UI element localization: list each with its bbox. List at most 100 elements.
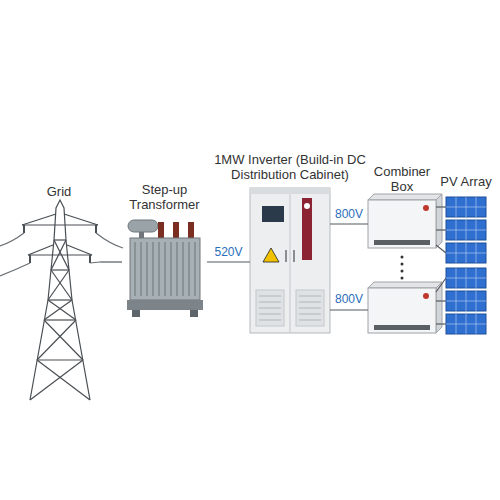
dc-wire (436, 245, 446, 253)
power-tower (67, 245, 92, 255)
combiner-box (374, 325, 430, 330)
inverter-cabinet (250, 188, 330, 333)
transformer-illustration (132, 310, 140, 317)
dc-wire (330, 207, 446, 324)
combiner-box (423, 293, 429, 299)
power-tower (37, 359, 83, 360)
pv-panel (446, 253, 486, 254)
voltage-label: 520V (212, 245, 244, 259)
combiner-box (374, 240, 430, 245)
combiner-box (368, 194, 442, 248)
transformer-illustration (128, 220, 158, 232)
dc-wire (436, 278, 446, 292)
transformer-illustration (158, 242, 160, 296)
combiner-box (368, 282, 442, 333)
inverter-cabinet (263, 248, 279, 262)
inverter-cabinet (285, 250, 287, 262)
combiner-box (436, 194, 442, 248)
inverter-cabinet (262, 206, 284, 222)
inverter-cabinet (299, 296, 321, 297)
inverter-cabinet (296, 290, 324, 326)
power-line (100, 261, 122, 262)
dc-wire (436, 300, 446, 301)
power-tower (37, 320, 76, 360)
inverter-cabinet (299, 314, 321, 315)
power-tower (64, 214, 98, 225)
transformer-illustration (140, 242, 142, 296)
power-tower (22, 224, 98, 225)
inverter-cabinet (299, 320, 321, 321)
pv-panel (446, 207, 486, 208)
transformer-illustration (194, 242, 196, 296)
power-tower (44, 320, 83, 360)
power-tower (95, 225, 97, 233)
combiner-box (368, 200, 436, 248)
dc-wire (436, 323, 446, 324)
inverter-cabinet (259, 296, 321, 320)
transformer-illustration (176, 242, 178, 296)
device-label: PV Array (436, 174, 496, 189)
power-line (436, 229, 446, 230)
power-tower (22, 214, 56, 225)
device-label: Step-up Transformer (110, 182, 220, 212)
voltage-label-wrap: 800V (333, 204, 365, 222)
combiner-box (368, 288, 436, 333)
inverter-cabinet (299, 308, 321, 309)
inverter-cabinet (259, 314, 281, 315)
ellipsis-dots (401, 263, 404, 266)
transformer-illustration (127, 220, 203, 317)
inverter-cabinet (259, 320, 281, 321)
node-label: Grid (19, 184, 99, 199)
power-tower (96, 233, 123, 248)
transformer-illustration (127, 300, 203, 310)
voltage-label-wrap: 520V (212, 242, 244, 260)
transformer-illustration (146, 242, 148, 296)
power-tower (0, 263, 30, 276)
combiner-box (423, 205, 429, 211)
pv-panel (446, 278, 486, 279)
power-tower (48, 299, 72, 300)
power-tower (90, 262, 100, 263)
dc-wire (436, 206, 446, 207)
combiner-box (368, 282, 442, 288)
device-node: Combiner Box (368, 200, 436, 248)
power-tower (28, 245, 53, 255)
inverter-cabinet (293, 250, 295, 262)
power-line (207, 261, 250, 262)
node-label: PV Array (436, 174, 496, 189)
transformer-illustration (135, 242, 195, 296)
inverter-cabinet (259, 308, 281, 309)
transformer-illustration (190, 310, 198, 317)
power-tower (0, 233, 24, 246)
power-line (330, 223, 368, 224)
inverter-cabinet (299, 302, 321, 303)
pv-panel (446, 197, 486, 334)
node-label: Step-up Transformer (110, 182, 220, 212)
power-tower (89, 255, 91, 263)
power-tower (23, 225, 25, 233)
pv-panel (446, 324, 486, 325)
device-node: Grid (18, 205, 100, 400)
transformer-illustration (158, 222, 164, 238)
transformer-illustration (164, 242, 166, 296)
device-label: 1MW Inverter (Build-in DC Distribution C… (210, 152, 370, 182)
ellipsis-dots (401, 270, 404, 273)
transformer-illustration (188, 222, 194, 238)
power-tower (44, 300, 72, 320)
inverter-cabinet (304, 203, 310, 209)
inverter-cabinet (259, 296, 281, 297)
transformer-illustration (170, 242, 172, 296)
transformer-illustration (188, 242, 190, 296)
dc-wire (330, 309, 368, 310)
transformer-illustration (152, 242, 154, 296)
device-node: 1MW Inverter (Build-in DC Distribution C… (250, 188, 330, 333)
node-label: 1MW Inverter (Build-in DC Distribution C… (210, 152, 370, 182)
device-node: Step-up Transformer (122, 218, 207, 318)
pv-panel (446, 301, 486, 302)
power-tower (30, 200, 90, 400)
transformer-illustration (130, 238, 200, 300)
